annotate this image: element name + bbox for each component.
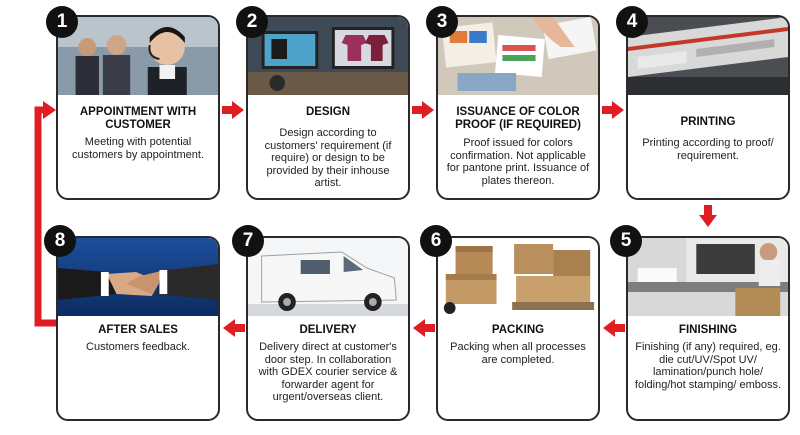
arrow-right-icon (412, 101, 434, 119)
step-card-4: PRINTING Printing according to proof/ re… (626, 15, 790, 200)
arrow-left-icon (223, 319, 245, 337)
arrow-down-icon (699, 205, 717, 227)
step-description: Printing according to proof/ requirement… (642, 137, 774, 162)
step-number-badge: 6 (420, 225, 452, 257)
step-title: DELIVERY (299, 324, 357, 336)
step-description: Customers feedback. (86, 341, 190, 353)
step-description: Proof issued for colors confirmation. No… (446, 137, 590, 187)
arrow-left-icon (413, 319, 435, 337)
step-number-badge: 1 (46, 6, 78, 38)
cardboard-boxes-image (438, 238, 598, 316)
delivery-van-image (248, 238, 408, 316)
finishing-machine-image (628, 238, 788, 316)
step-card-8: AFTER SALES Customers feedback. (56, 236, 220, 421)
step-number-badge: 2 (236, 6, 268, 38)
step-title: ISSUANCE OF COLOR PROOF (IF REQUIRED) (455, 106, 581, 131)
handshake-image (58, 238, 218, 316)
step-description: Finishing (if any) required, eg. die cut… (634, 341, 782, 391)
step-number-badge: 4 (616, 6, 648, 38)
step-card-7: DELIVERY Delivery direct at customer's d… (246, 236, 410, 421)
step-number-badge: 3 (426, 6, 458, 38)
step-title: PRINTING (680, 116, 736, 128)
printing-machine-image (628, 17, 788, 95)
step-title: PACKING (491, 324, 545, 336)
arrow-right-icon (602, 101, 624, 119)
step-number-badge: 8 (44, 225, 76, 257)
loop-arrow-icon (34, 101, 56, 327)
step-description: Packing when all processes are completed… (450, 341, 586, 366)
step-card-6: PACKING Packing when all processes are c… (436, 236, 600, 421)
designer-at-computer-image (248, 17, 408, 95)
step-title: AFTER SALES (98, 324, 178, 336)
step-title: APPOINTMENT WITH CUSTOMER (79, 106, 197, 131)
step-title: DESIGN (305, 106, 351, 118)
arrow-left-icon (603, 319, 625, 337)
color-proof-sheets-image (438, 17, 598, 95)
step-description: Meeting with potential customers by appo… (71, 136, 205, 161)
arrow-right-icon (222, 101, 244, 119)
step-card-2: DESIGN Design according to customers' re… (246, 15, 410, 200)
step-card-5: FINISHING Finishing (if any) required, e… (626, 236, 790, 421)
step-description: Delivery direct at customer's door step.… (258, 341, 398, 403)
call-center-agents-image (58, 17, 218, 95)
step-title: FINISHING (678, 324, 738, 336)
step-card-3: ISSUANCE OF COLOR PROOF (IF REQUIRED) Pr… (436, 15, 600, 200)
step-description: Design according to customers' requireme… (264, 127, 392, 189)
step-card-1: APPOINTMENT WITH CUSTOMER Meeting with p… (56, 15, 220, 200)
step-number-badge: 7 (232, 225, 264, 257)
step-number-badge: 5 (610, 225, 642, 257)
